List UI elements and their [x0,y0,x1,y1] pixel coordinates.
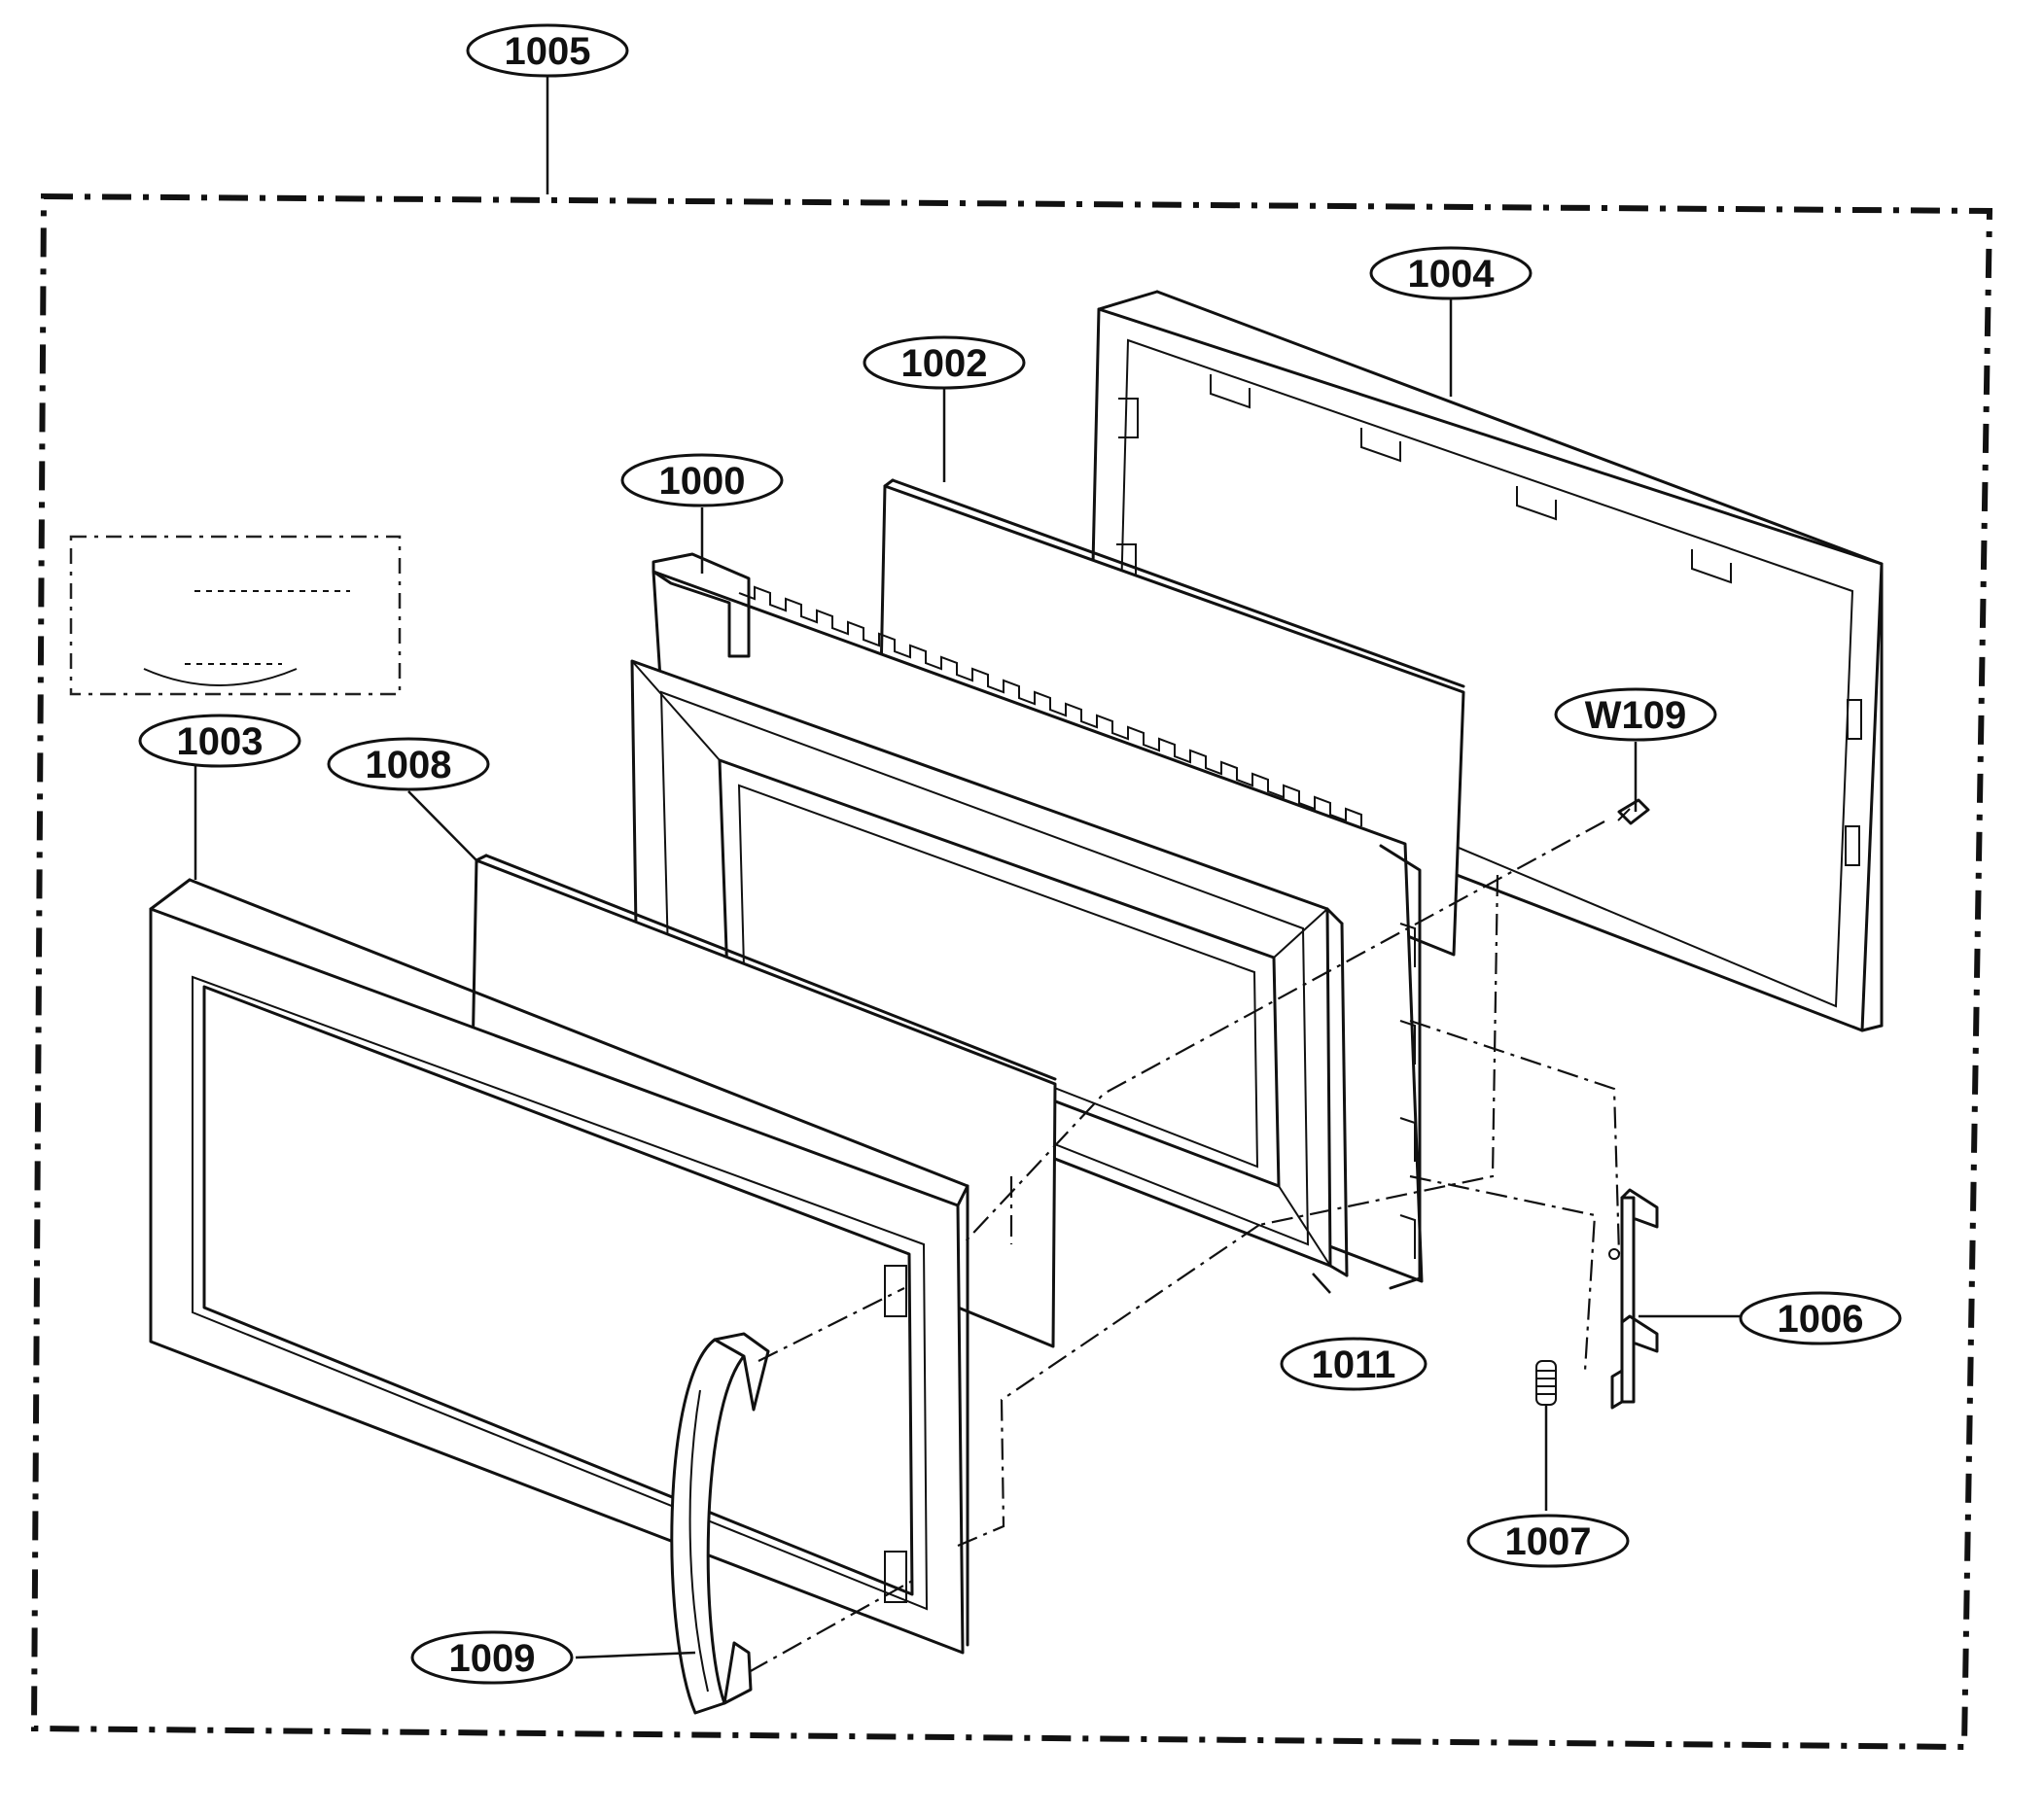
label-1009: 1009 [449,1637,536,1680]
callout-1011: 1011 [1280,1337,1427,1391]
part-1011-window-frame [630,659,1349,1277]
label-1008: 1008 [366,744,452,786]
part-1006-latch [1608,1188,1659,1410]
label-1000: 1000 [659,460,746,503]
callout-1006: 1006 [1739,1291,1902,1345]
assembly-guides [748,820,1621,1673]
label-1011: 1011 [1312,1344,1396,1386]
label-1002: 1002 [901,342,988,385]
part-1009-handle [670,1332,770,1715]
callout-1005: 1005 [466,23,629,78]
callout-w109: W109 [1554,687,1717,742]
callout-1004: 1004 [1369,246,1533,300]
callout-1008: 1008 [327,737,490,791]
label-1006: 1006 [1778,1298,1864,1341]
part-1007-spring [1535,1360,1557,1406]
part-w109-screw [1617,798,1650,825]
label-1003: 1003 [177,720,264,763]
label-1005: 1005 [505,30,591,73]
callout-1002: 1002 [863,335,1026,390]
label-w109: W109 [1585,694,1687,737]
leader-lines [194,76,1741,1659]
assembly-frame [30,192,1993,1751]
callout-1007: 1007 [1466,1514,1630,1568]
callout-1000: 1000 [620,453,784,507]
label-1007: 1007 [1505,1520,1592,1563]
callout-1009: 1009 [410,1630,574,1685]
callout-1003: 1003 [138,714,301,768]
note-box [69,535,402,696]
part-1003-door-frame [149,878,969,1655]
label-1004: 1004 [1408,253,1496,296]
